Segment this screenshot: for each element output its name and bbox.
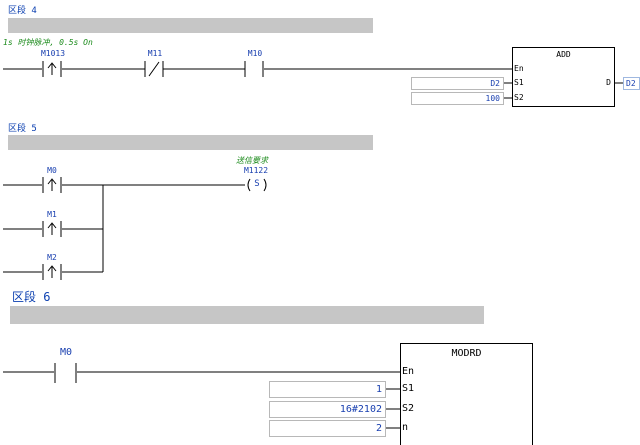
add-pin-en: En [514,64,524,73]
add-pin-s2: S2 [514,93,524,102]
add-block-title: ADD [556,50,571,59]
add-pin-d: D [606,78,611,87]
modrd-s1-operand[interactable]: 1 [269,381,386,398]
contact-m1-label: M1 [47,210,57,219]
contact-m0-label: M0 [47,166,57,175]
rung-6-label: 区段 6 [12,290,51,304]
coil-m1122-set[interactable]: S [245,178,269,192]
contact-m0-normally-open[interactable] [54,362,79,384]
rung-4-comment: 1s 时钟脉冲, 0.5s On [3,38,93,47]
contact-m11-label: M11 [147,49,163,58]
rung-5-label: 区段 5 [8,124,37,134]
modrd-function-block[interactable]: MODRD En S1 S2 n [400,343,533,445]
modrd-pin-s1: S1 [402,383,415,394]
contact-m10-normally-open[interactable] [244,60,266,78]
contact-m10-label: M10 [247,49,263,58]
modrd-pin-s2: S2 [402,403,415,414]
modrd-s2-operand[interactable]: 16#2102 [269,401,386,418]
rung-5-comment-bar[interactable] [8,135,373,150]
rung-4-comment-bar[interactable] [8,18,373,33]
coil-set-symbol: S [254,179,260,189]
add-d-operand[interactable]: D2 [623,77,640,90]
add-s1-operand[interactable]: D2 [411,77,504,90]
add-pin-s1: S1 [514,78,524,87]
contact-m1013-label: M1013 [40,49,66,58]
coil-m1122-comment: 送信要求 [236,156,268,165]
contact-m0-rising-edge[interactable] [42,176,64,194]
contact-m1-rising-edge[interactable] [42,220,64,238]
contact-m2-rising-edge[interactable] [42,263,64,281]
contact-m11-normally-closed[interactable] [144,60,166,78]
modrd-pin-n: n [402,422,409,433]
add-function-block[interactable]: ADD En S1 S2 D [512,47,615,107]
modrd-block-title: MODRD [451,348,482,359]
rung-4-label: 区段 4 [8,6,37,16]
coil-m1122-label: M1122 [243,166,269,175]
coil-brackets-icon [247,178,267,192]
rung-6-comment-bar[interactable] [10,306,484,324]
contact-m2-label: M2 [47,253,57,262]
modrd-pin-en: En [402,366,415,377]
modrd-n-operand[interactable]: 2 [269,420,386,437]
contact-m0-rung6-label: M0 [59,347,73,358]
contact-m1013-rising-edge[interactable] [42,60,64,78]
add-s2-operand[interactable]: 100 [411,92,504,105]
